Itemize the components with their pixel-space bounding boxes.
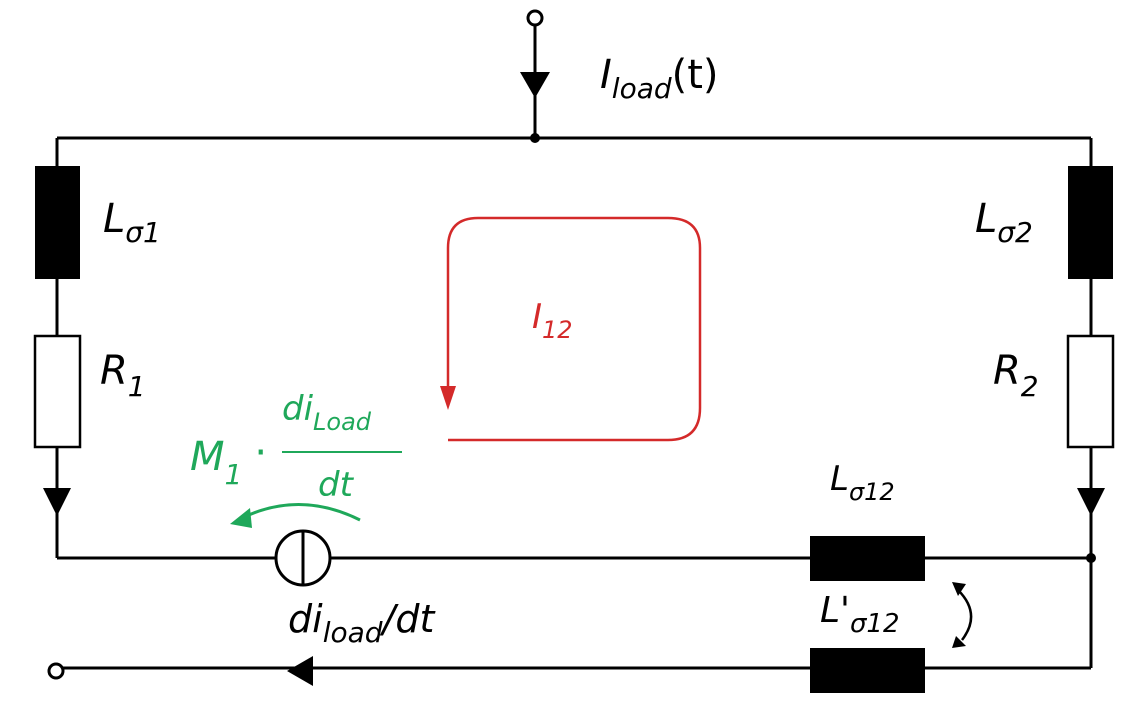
mutual-coupling-arrow (952, 582, 973, 648)
label-l-sigma1: Lσ1 (103, 196, 161, 249)
label-r1: R1 (100, 348, 146, 403)
circulating-current-arrow (446, 216, 702, 442)
label-l-sigma12-prime: L'σ12 (820, 590, 900, 639)
inductor-l-sigma12-prime (810, 648, 925, 693)
label-source: diload/dt (288, 597, 436, 649)
inductor-l-sigma12 (810, 536, 925, 581)
label-l-sigma12: Lσ12 (830, 459, 895, 506)
left-branch-arrow (43, 488, 71, 516)
resistor-r1 (33, 334, 82, 449)
resistor-r2 (1066, 334, 1115, 449)
current-source-icon (274, 529, 332, 587)
circuit-wires (43, 9, 1105, 686)
input-terminal (526, 9, 544, 27)
label-r2: R2 (993, 348, 1039, 403)
label-l-sigma2: Lσ2 (975, 196, 1033, 249)
inductor-l-sigma2 (1068, 166, 1113, 279)
input-current-arrow (520, 72, 550, 98)
label-di-load-denominator: dt (318, 465, 355, 505)
right-branch-arrow (1077, 488, 1105, 516)
output-current-arrow (287, 656, 313, 686)
label-i12: I12 (532, 297, 573, 344)
label-m1: M1· (190, 430, 267, 491)
induced-arrowhead (230, 508, 252, 528)
loop-arrowhead (440, 386, 456, 410)
output-terminal (47, 662, 65, 680)
label-di-load-numerator: diLoad (282, 389, 372, 436)
induced-voltage-arrow (241, 503, 361, 522)
inductor-l-sigma1 (35, 166, 80, 279)
label-i-load: Iload(t) (600, 52, 719, 105)
right-node (1086, 553, 1096, 563)
